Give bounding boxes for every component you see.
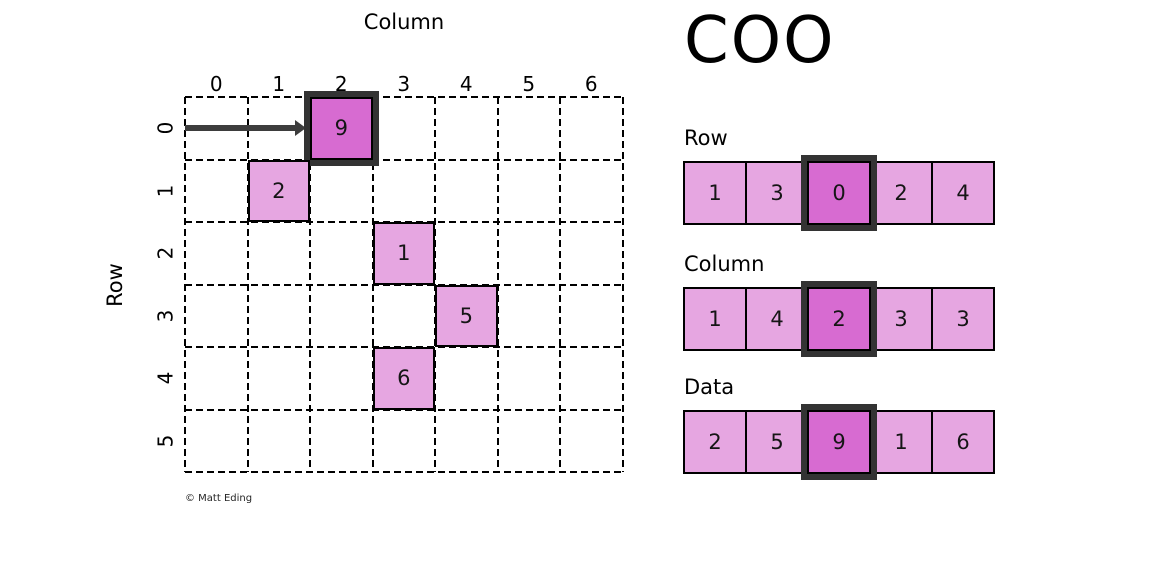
matrix-cell: 9 [310, 97, 373, 160]
array-highlight-frame [801, 155, 877, 231]
array-cell: 6 [931, 410, 995, 474]
matrix-cell: 6 [372, 347, 435, 410]
array-cell: 2 [869, 161, 933, 225]
array-cell: 1 [683, 161, 747, 225]
row-tick-label: 5 [147, 410, 183, 473]
array-highlight-frame [801, 281, 877, 357]
array-label: Column [684, 252, 765, 276]
grid-line-horizontal [185, 408, 623, 411]
array-cell: 3 [869, 287, 933, 351]
pointer-arrow-line [185, 125, 296, 132]
column-axis-title: Column [363, 10, 445, 34]
array-cell: 3 [931, 287, 995, 351]
row-axis-title: Row [96, 97, 134, 472]
array-cell: 4 [931, 161, 995, 225]
row-tick-label-text: 0 [152, 121, 177, 135]
matrix-cell: 2 [247, 159, 310, 222]
grid-line-vertical [621, 97, 624, 472]
matrix-cell: 1 [372, 222, 435, 285]
watermark-credit: © Matt Eding [185, 493, 253, 504]
array-cell: 1 [683, 287, 747, 351]
pointer-arrow-head [295, 120, 306, 137]
row-tick-label-text: 3 [152, 309, 177, 323]
array-cell: 5 [745, 410, 809, 474]
matrix-cell: 5 [435, 284, 498, 347]
row-tick-label-text: 2 [152, 246, 177, 260]
row-tick-label-text: 5 [152, 434, 177, 448]
grid-line-horizontal [185, 283, 623, 286]
array-cell: 1 [869, 410, 933, 474]
matrix-highlight-frame [304, 91, 379, 166]
row-tick-label: 2 [147, 222, 183, 285]
column-tick-label: 4 [459, 72, 473, 96]
column-tick-label: 2 [334, 72, 348, 96]
column-tick-label: 3 [397, 72, 411, 96]
column-tick-label: 6 [584, 72, 598, 96]
array-label: Row [684, 126, 728, 150]
grid-line-horizontal [185, 471, 623, 473]
figure-title: COO [684, 4, 836, 78]
column-tick-label: 0 [209, 72, 223, 96]
column-tick-label: 5 [522, 72, 536, 96]
grid-line-horizontal [185, 158, 623, 161]
array-cell: 3 [745, 161, 809, 225]
array-highlight-frame [801, 404, 877, 480]
array-cell: 4 [745, 287, 809, 351]
row-axis-title-text: Row [103, 262, 128, 307]
grid-line-horizontal [185, 96, 623, 98]
array-cell: 0 [807, 161, 871, 225]
row-tick-label-text: 1 [152, 184, 177, 198]
row-tick-label: 0 [147, 97, 183, 160]
row-tick-label: 1 [147, 160, 183, 223]
row-tick-label: 3 [147, 285, 183, 348]
row-tick-label-text: 4 [152, 371, 177, 385]
column-tick-label: 1 [272, 72, 286, 96]
array-label: Data [684, 375, 735, 399]
array-cell: 2 [683, 410, 747, 474]
array-cell: 2 [807, 287, 871, 351]
row-tick-label: 4 [147, 347, 183, 410]
